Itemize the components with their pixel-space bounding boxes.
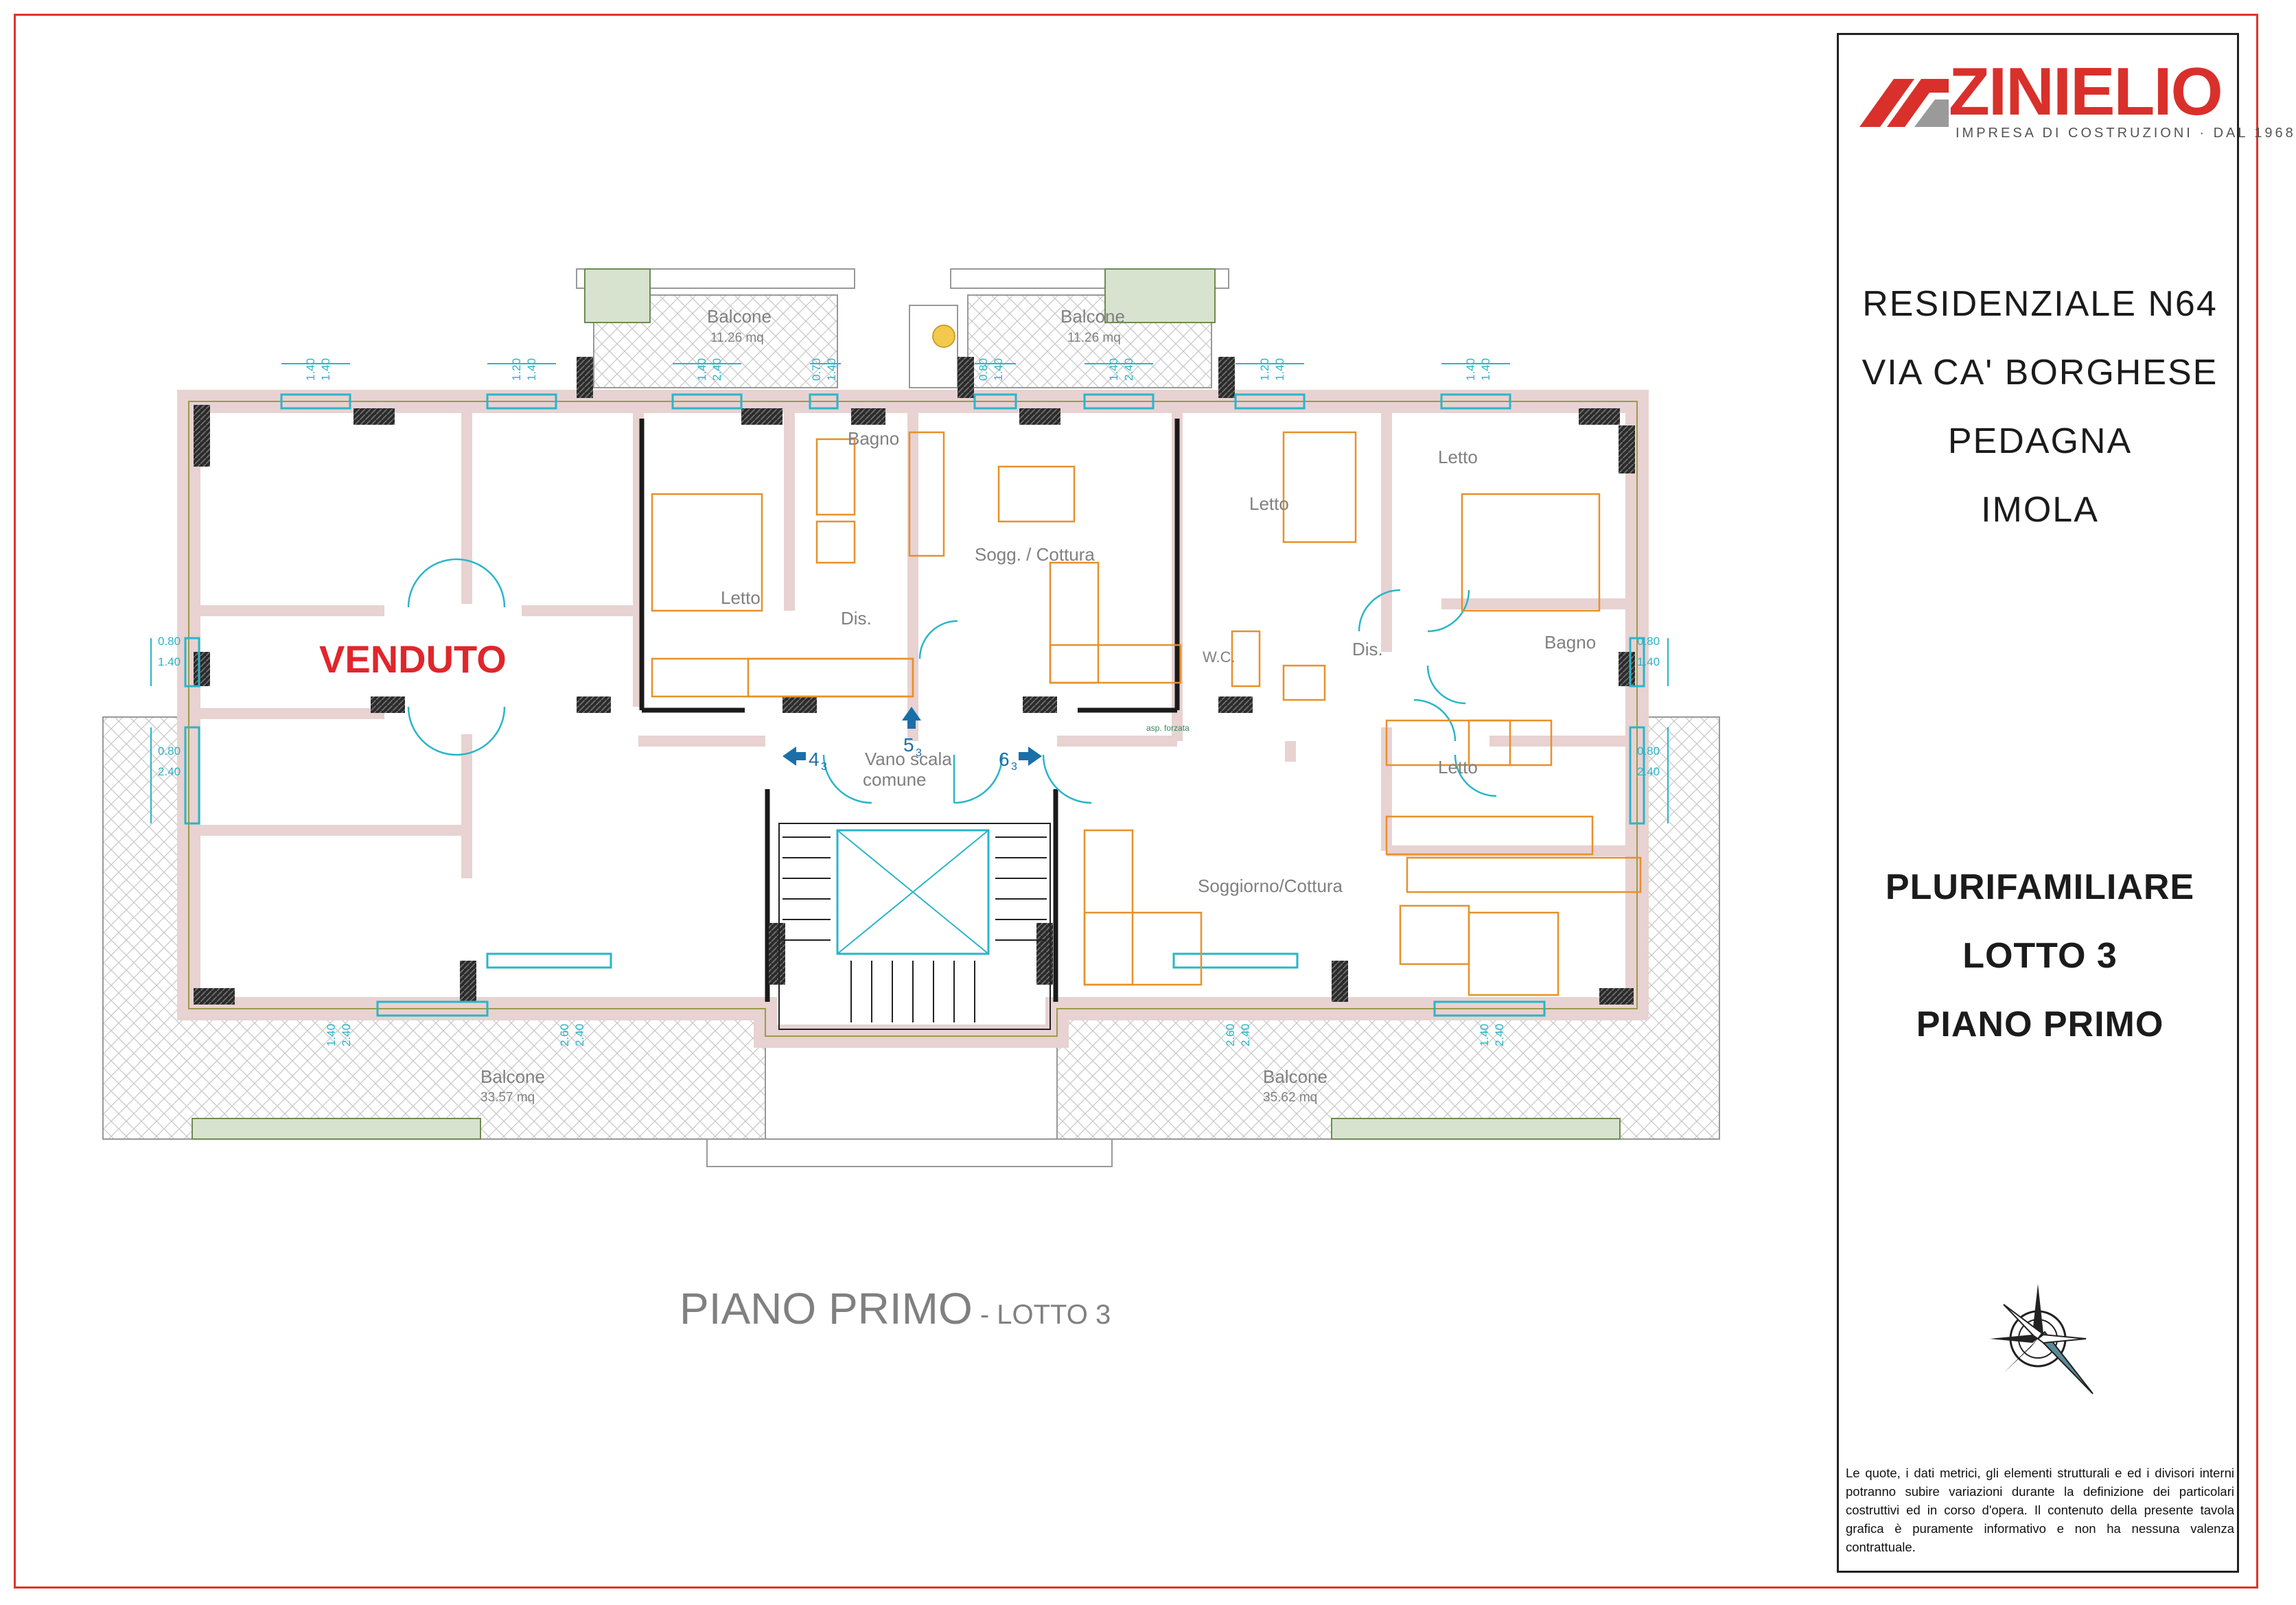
room-label: Balcone bbox=[707, 306, 772, 327]
dim-label: 1.20 bbox=[510, 358, 523, 381]
dim-label: 0.80 bbox=[1637, 745, 1660, 758]
page-border bbox=[14, 14, 2258, 1589]
lot-line-3: PIANO PRIMO bbox=[1916, 1005, 2164, 1044]
room-label: Balcone bbox=[1263, 1066, 1327, 1087]
dim-label: 0.80 bbox=[977, 358, 990, 381]
dim-label: 1.40 bbox=[992, 358, 1005, 381]
room-label: Letto bbox=[1249, 493, 1289, 514]
arrow-left-icon bbox=[782, 747, 806, 766]
dim-label: 1.40 bbox=[1464, 358, 1477, 381]
brand-name: ZINIELIO bbox=[1949, 54, 2223, 129]
staircase bbox=[778, 823, 1051, 1030]
dim-label: 2.40 bbox=[710, 358, 723, 381]
room-label: Letto bbox=[721, 587, 761, 608]
dim-label: 1.40 bbox=[304, 358, 317, 381]
door-swings bbox=[407, 558, 1497, 804]
unit-marker-center: 5 bbox=[903, 734, 914, 755]
area-label: 33.57 mq bbox=[480, 1090, 535, 1105]
dim-label: 2.60 bbox=[1224, 1024, 1237, 1046]
area-label: 11.26 mq bbox=[710, 331, 764, 345]
sold-label: VENDUTO bbox=[319, 637, 507, 681]
arrow-up-icon bbox=[902, 707, 921, 729]
room-label: W.C. bbox=[1203, 648, 1236, 666]
room-label: Balcone bbox=[480, 1066, 545, 1087]
dim-label: 2.40 bbox=[1637, 765, 1660, 778]
pillars bbox=[194, 357, 1635, 1005]
address-line-3: PEDAGNA bbox=[1947, 421, 2133, 461]
dim-label: 2.40 bbox=[573, 1024, 586, 1046]
dim-label: 1.40 bbox=[525, 358, 538, 381]
floor-index: 3 bbox=[916, 747, 922, 759]
dim-label: 1.40 bbox=[1107, 358, 1120, 381]
room-label: Sogg. / Cottura bbox=[975, 544, 1095, 565]
balcone-top-right bbox=[950, 268, 1229, 388]
room-label: Dis. bbox=[841, 608, 872, 629]
dim-label: 2.60 bbox=[558, 1024, 571, 1046]
lot-line-2: LOTTO 3 bbox=[1962, 936, 2118, 976]
dim-label: 2.40 bbox=[1239, 1024, 1252, 1046]
dim-label: 0.80 bbox=[158, 745, 181, 758]
room-label: Balcone bbox=[1060, 306, 1125, 327]
plan-title-main: PIANO PRIMO bbox=[680, 1284, 973, 1333]
lot-line-1: PLURIFAMILIARE bbox=[1885, 867, 2195, 907]
room-label: Bagno bbox=[848, 428, 899, 449]
floor-plan: 1.40 1.40 1.20 1.40 1.40 2.40 0.70 1.40 … bbox=[102, 268, 1720, 1167]
room-label: asp. forzata bbox=[1146, 723, 1190, 733]
dim-label: 1.40 bbox=[325, 1024, 338, 1046]
unit-marker-right: 6 bbox=[999, 749, 1010, 770]
furniture bbox=[651, 431, 1642, 996]
dim-label: 1.20 bbox=[1258, 358, 1271, 381]
unit-marker-left: 4 bbox=[809, 749, 820, 770]
plan-title-sub: - LOTTO 3 bbox=[972, 1300, 1111, 1330]
dimension-lines bbox=[150, 363, 1669, 823]
dim-label: 1.40 bbox=[1273, 358, 1286, 381]
room-label: Letto bbox=[1438, 757, 1478, 777]
area-label: 11.26 mq bbox=[1067, 331, 1121, 345]
room-label: Bagno bbox=[1544, 632, 1596, 653]
disclaimer: Le quote, i dati metrici, gli elementi s… bbox=[1846, 1466, 2234, 1554]
dim-label: 1.40 bbox=[319, 358, 332, 381]
brand-logo: ZINIELIO IMPRESA DI COSTRUZIONI · DAL 19… bbox=[1853, 49, 2293, 152]
address-line-2: VIA CA' BORGHESE bbox=[1862, 353, 2218, 393]
balcone-top-left bbox=[576, 268, 855, 388]
title-block: ZINIELIO IMPRESA DI COSTRUZIONI · DAL 19… bbox=[1837, 33, 2293, 1573]
compass-rose-icon bbox=[1990, 1284, 2094, 1394]
room-label: comune bbox=[863, 769, 927, 790]
arrow-right-icon bbox=[1019, 747, 1042, 766]
floor-index: 3 bbox=[1011, 761, 1017, 773]
dim-label: 2.40 bbox=[340, 1024, 353, 1046]
dim-label: 2.40 bbox=[158, 765, 181, 778]
brand-tagline: IMPRESA DI COSTRUZIONI · DAL 1968 bbox=[1956, 126, 2296, 141]
room-label: Letto bbox=[1438, 447, 1478, 467]
dim-label: 1.40 bbox=[1478, 1024, 1491, 1046]
windows bbox=[184, 393, 1645, 1017]
dim-label: 0.80 bbox=[1637, 635, 1660, 648]
area-label: 35.62 mq bbox=[1263, 1090, 1317, 1105]
logo-mark-icon bbox=[1859, 79, 1949, 127]
floor-index: 3 bbox=[821, 761, 827, 773]
dim-label: 0.80 bbox=[158, 635, 181, 648]
address-line-4: IMOLA bbox=[1981, 490, 2099, 530]
room-label: Soggiorno/Cottura bbox=[1198, 876, 1343, 896]
room-label: Vano scala bbox=[865, 749, 952, 769]
dim-label: 1.40 bbox=[158, 655, 181, 668]
party-walls bbox=[639, 419, 1180, 1002]
dim-label: 0.70 bbox=[810, 358, 823, 381]
dim-label: 1.40 bbox=[1637, 655, 1660, 668]
dim-label: 1.40 bbox=[825, 358, 838, 381]
room-label: Dis. bbox=[1352, 639, 1383, 659]
plan-title: PIANO PRIMO - LOTTO 3 bbox=[680, 1283, 1111, 1334]
dim-label: 1.40 bbox=[695, 358, 708, 381]
dim-label: 2.40 bbox=[1122, 358, 1135, 381]
dim-label: 1.40 bbox=[1479, 358, 1492, 381]
ventilation-shaft bbox=[909, 305, 958, 388]
dim-label: 2.40 bbox=[1493, 1024, 1506, 1046]
address-line-1: RESIDENZIALE N64 bbox=[1862, 284, 2218, 324]
